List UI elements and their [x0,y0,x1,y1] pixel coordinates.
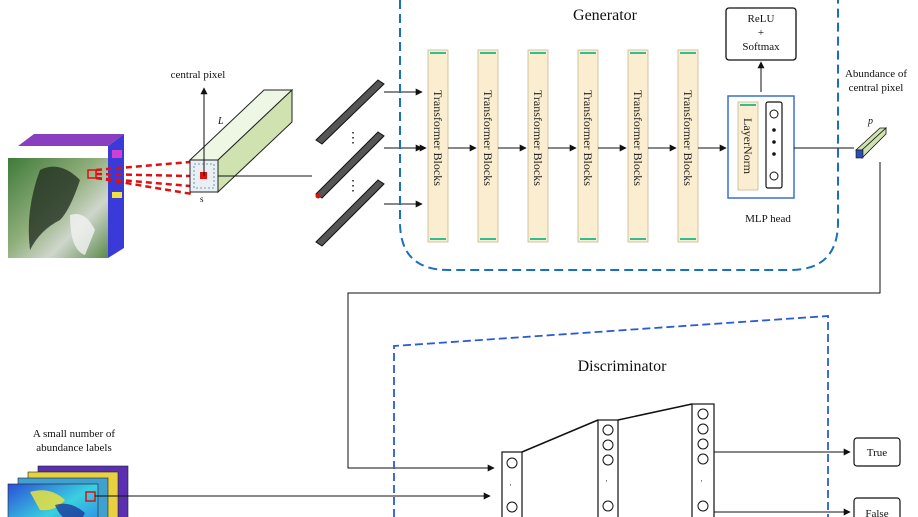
generator-box: Generator [399,0,839,271]
abundance-label-line1: Abundance of [845,68,907,80]
svg-text:Transformer Blocks: Transformer Blocks [681,90,695,186]
disc-layer-2: · [597,419,619,517]
disc-layer-1: · [501,451,523,517]
svg-text:·: · [605,476,608,486]
transformer-blocks: Transformer Blocks Transformer Blocks Tr… [427,49,699,243]
feedback-connector [347,162,881,472]
p-label: p [867,116,873,127]
dim-l-label: L [217,116,224,127]
svg-text:Transformer Blocks: Transformer Blocks [631,90,645,186]
labels-text-line1: A small number of [33,428,116,440]
abundance-label-line2: central pixel [849,82,904,94]
generator-title: Generator [573,7,638,24]
discriminator-box: Discriminator [393,315,829,517]
token-vector-3 [315,179,423,247]
transformer-block-6: Transformer Blocks [677,49,699,243]
abundance-label-maps [7,465,491,517]
labels-text-line2: abundance labels [36,442,111,454]
disc-layer-3: · [691,403,715,517]
transformer-block-4: Transformer Blocks [577,49,599,243]
false-output: False [853,497,901,517]
discriminator-title: Discriminator [578,358,668,375]
svg-text:Transformer Blocks: Transformer Blocks [431,90,445,186]
svg-text:·: · [700,476,703,486]
ellipsis-2: ⋮ [346,179,360,194]
svg-text:+: + [758,27,764,39]
dim-s-label: s [200,194,204,204]
token-vector-2 [315,131,423,199]
true-output: True [853,437,901,467]
svg-text:False: False [865,508,888,517]
ellipsis-1: ⋮ [346,131,360,146]
patch-cuboid [188,87,312,194]
svg-text:Softmax: Softmax [742,41,780,53]
transformer-block-1: Transformer Blocks [427,49,449,243]
abundance-output [854,127,888,159]
svg-text:Transformer Blocks: Transformer Blocks [481,90,495,186]
mlp-head-label: MLP head [745,213,791,225]
transformer-block-2: Transformer Blocks [477,49,499,243]
patch-extraction-lines [95,160,193,196]
token-vector-1 [315,79,423,145]
central-pixel-label: central pixel [171,69,226,81]
svg-text:·: · [509,480,512,490]
transformer-block-3: Transformer Blocks [527,49,549,243]
svg-text:Transformer Blocks: Transformer Blocks [531,90,545,186]
token-vectors: ⋮ ⋮ [315,79,423,247]
svg-text:ReLU: ReLU [748,13,775,25]
svg-text:True: True [867,447,887,459]
mlp-head: LayerNorm [727,61,854,199]
hyperspectral-cube [8,134,124,258]
transformer-block-5: Transformer Blocks [627,49,649,243]
layernorm-label: LayerNorm [741,118,755,175]
svg-text:Transformer Blocks: Transformer Blocks [581,90,595,186]
relu-softmax-box: ReLU + Softmax [725,7,797,61]
discriminator-network: · · · [501,403,851,517]
